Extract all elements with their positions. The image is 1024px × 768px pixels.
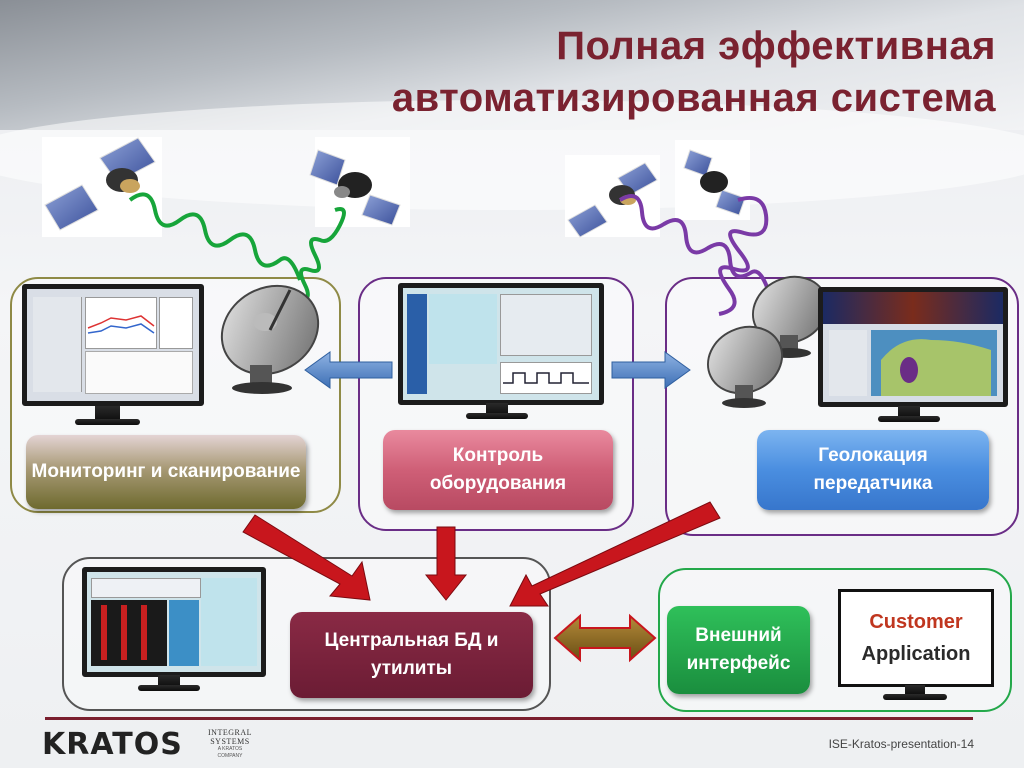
- double-arrow-icon: [553, 613, 657, 663]
- monitor-screen: [22, 284, 204, 406]
- footer-divider: [45, 717, 973, 720]
- title-line-2: автоматизированная система: [391, 76, 996, 120]
- waveform-plot: [500, 362, 592, 394]
- customer-app-line-2: Application: [861, 643, 971, 665]
- background-wave: [0, 100, 1024, 210]
- equipment-panel: [201, 578, 257, 666]
- signal-wave: [128, 192, 302, 281]
- spectrum-plot: [85, 297, 157, 349]
- dish-antenna-icon: [220, 284, 320, 394]
- monitor-stand: [486, 403, 508, 415]
- satellite-icon: [565, 155, 660, 238]
- window-panel: [33, 297, 82, 392]
- monitoring-label: Мониторинг и сканирование: [26, 435, 306, 509]
- spectrogram: [91, 600, 167, 666]
- satellite-icon: [675, 140, 750, 220]
- arrow-down-icon: [242, 514, 371, 601]
- constellation-plot: [159, 297, 193, 349]
- monitor-stand: [95, 406, 120, 421]
- monitor-base: [883, 694, 947, 700]
- signal-wave: [718, 195, 769, 316]
- control-label: Контроль оборудования: [383, 430, 613, 510]
- slide-footnote: ISE-Kratos-presentation-14: [828, 737, 974, 751]
- monitor-screen: [398, 283, 604, 405]
- arrow-right-icon: [611, 351, 691, 389]
- monitor-stand: [905, 685, 925, 695]
- geo-map: [871, 330, 997, 396]
- integral-logo-line-2: SYSTEMS: [210, 737, 250, 746]
- external-interface-label: Внешний интерфейс: [667, 606, 810, 694]
- kratos-logo: KRATOS: [42, 727, 183, 762]
- page-title: Полная эффективная автоматизированная си…: [392, 20, 996, 124]
- data-table: [85, 351, 193, 394]
- customer-application-screen: Customer Application: [838, 589, 994, 687]
- satellite-icon: [42, 137, 162, 237]
- dialog-window: [500, 294, 592, 356]
- monitor-base: [138, 685, 200, 691]
- monitoring-label-text: Мониторинг и сканирование: [31, 461, 301, 482]
- window-sidebar: [407, 294, 427, 394]
- spectrogram: [823, 292, 1003, 324]
- monitor-screen: [818, 287, 1008, 407]
- arrow-left-icon: [304, 351, 393, 389]
- monitor-stand: [898, 406, 920, 418]
- monitor-base: [466, 413, 528, 419]
- geo-map: [169, 600, 199, 666]
- window-panel: [829, 330, 867, 396]
- kratos-logo-text: KRATOS: [42, 727, 183, 762]
- dish-antenna-icon: [707, 325, 783, 408]
- integral-logo-line-3: A KRATOS COMPANY: [217, 746, 243, 759]
- monitor-base: [878, 416, 940, 422]
- satellite-icon: [309, 137, 410, 227]
- integral-systems-logo: INTEGRAL SYSTEMS A KRATOS COMPANY: [205, 728, 255, 759]
- monitor-base: [75, 419, 140, 425]
- monitor-screen: [82, 567, 266, 677]
- control-label-text: Контроль оборудования: [429, 445, 567, 494]
- monitor-stand: [158, 675, 180, 687]
- arrow-down-icon: [424, 526, 468, 601]
- arrow-down-icon: [509, 501, 721, 607]
- integral-logo-line-1: INTEGRAL: [208, 728, 252, 737]
- title-line-1: Полная эффективная: [556, 24, 996, 68]
- geolocation-label-text: Геолокация передатчика: [813, 445, 933, 494]
- equipment-panel: [429, 294, 497, 364]
- central-db-label: Центральная БД и утилиты: [290, 612, 533, 698]
- geolocation-label: Геолокация передатчика: [757, 430, 989, 510]
- window-toolbar: [91, 578, 201, 598]
- signal-wave: [618, 194, 774, 303]
- customer-app-line-1: Customer: [869, 611, 963, 633]
- central-db-label-text: Центральная БД и утилиты: [324, 630, 499, 679]
- external-interface-label-text: Внешний интерфейс: [686, 625, 791, 674]
